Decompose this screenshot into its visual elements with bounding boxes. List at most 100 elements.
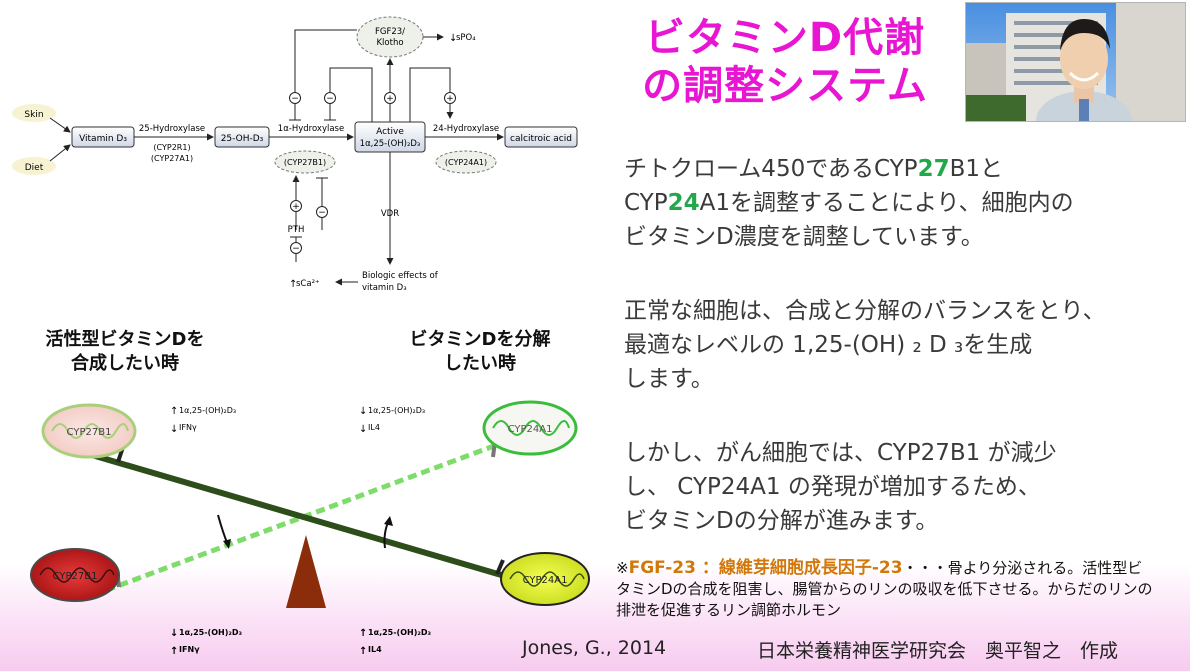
paragraph-2-line2: 最適なレベルの 1,25-(OH) ₂ D ₃を生成 [624, 332, 1033, 358]
skin-node [12, 104, 56, 122]
paragraph-3-line1: しかし、がん細胞では、CYP27B1 が減少 [624, 440, 1057, 466]
paragraph-3-line3: ビタミンDの分解が進みます。 [624, 508, 939, 534]
paragraph-2-line3: します。 [624, 366, 714, 392]
minus-sca-node [316, 206, 328, 218]
active-compound-label: 1α,25-(OH)₂D₃ [360, 139, 421, 149]
paragraph-2-line1: 正常な細胞は、合成と分解のバランスをとり、 [624, 298, 1106, 324]
minus-fgf-node [289, 92, 301, 104]
active-to-24-loop [409, 67, 454, 122]
bottom-left-arrow1: ↓ [170, 628, 178, 639]
vdr-label: VDR [381, 209, 399, 219]
seesaw-diagram: CYP27B1 CYP24A1 CYP27B1 CYP24A1 ↑ 1α,25-… [30, 400, 590, 657]
left-heading-line1: 活性型ビタミンDを [45, 329, 205, 350]
calcitroic-acid-box [504, 126, 578, 148]
dashed-beam [79, 437, 511, 603]
active-feedback-loop [329, 67, 373, 122]
note-fgf-term: FGF-23 ：線維芽細胞成長因子-23 [628, 558, 903, 578]
bottom-right-l2: IL4 [368, 645, 382, 654]
vitamin-d3-label: Vitamin D₃ [79, 134, 127, 144]
fgf23-label: FGF23/ [375, 27, 405, 37]
vitamin-d-pathway-diagram: Skin Diet Vitamin D₃ 25-Hydroxylase (CYP… [12, 16, 578, 293]
top-mid-left-l1: 1α,25-(OH)₂D₃ [179, 406, 236, 415]
left-heading-line2: 合成したい時 [71, 353, 179, 374]
cyp27a1-label: (CYP27A1) [151, 154, 193, 163]
solid-beam [67, 445, 516, 582]
fgf23-note: ※FGF-23 ：線維芽細胞成長因子-23・・・骨より分泌される。活性型ビタミン… [616, 558, 1156, 621]
top-mid-left-arrow1: ↑ [170, 406, 178, 417]
mito-top-left: CYP27B1 [41, 403, 137, 459]
top-mid-right-l2: IL4 [368, 423, 380, 432]
right-heading: ビタミンDを分解 したい時 [380, 328, 580, 376]
plus-24-sign: + [446, 94, 454, 104]
paragraph-3: しかし、がん細胞では、CYP27B1 が減少 し、 CYP24A1 の発現が増加… [624, 436, 1057, 538]
mito-top-left-label: CYP27B1 [67, 427, 112, 438]
bottom-right-post [495, 559, 505, 575]
left-heading: 活性型ビタミンDを 合成したい時 [20, 328, 230, 376]
rotate-arrow-right-head [384, 516, 393, 526]
cyp27b1-label: (CYP27B1) [284, 158, 326, 167]
note-text: ・・・骨より分泌される。活性型ビタミンDの合成を阻害し、腸管からのリンの吸収を低… [616, 559, 1153, 619]
pth-label: PTH [288, 225, 305, 235]
top-mid-left-l2: IFNγ [179, 423, 197, 432]
spo4-down-arrow: ↓ [449, 33, 457, 44]
vitamin-d3-effects-label: vitamin D₃ [362, 283, 407, 293]
fgf-inhibit-loop [294, 29, 357, 120]
minus-active-sign: − [326, 94, 334, 104]
paragraph-1-line1: チトクローム450であるCYP27B1と [624, 156, 1003, 182]
calcitroic-acid-label: calcitroic acid [510, 134, 572, 144]
spo4-label: sPO₄ [456, 33, 476, 43]
hydroxylase-24-label: 24-Hydroxylase [433, 124, 499, 134]
paragraph-1: チトクローム450であるCYP27B1と CYP24A1を調整することにより、細… [624, 152, 1074, 254]
mito-top-right: CYP24A1 [482, 400, 578, 456]
minus-pth-node [290, 242, 302, 254]
bottom-left-arrow2: ↑ [170, 646, 178, 657]
presenter-photo [965, 2, 1186, 122]
slide-title-line2: の調整システム [642, 63, 928, 109]
minus-sca-sign: − [318, 208, 326, 218]
diet-arrow [49, 144, 71, 162]
paragraph-3-line2: し、 CYP24A1 の発現が増加するため、 [624, 474, 1041, 500]
cyp27b1-oval [274, 150, 336, 174]
plus-24-node [444, 92, 456, 104]
cyp24a1-oval [435, 150, 497, 174]
bottom-left-l2: IFNγ [179, 645, 200, 654]
bottom-right-arrow1: ↑ [359, 628, 367, 639]
hydroxylase-1a-label: 1α-Hydroxylase [278, 124, 344, 134]
mito-top-right-label: CYP24A1 [508, 424, 553, 435]
plus-fgf-node [384, 92, 396, 104]
fulcrum [286, 535, 326, 608]
diet-label: Diet [25, 163, 44, 173]
mito-bottom-right-label: CYP24A1 [523, 575, 568, 586]
paragraph-1-line3: ビタミンD濃度を調整しています。 [624, 224, 984, 250]
oh25-d3-label: 25-OH-D₃ [221, 134, 264, 144]
top-mid-right-l1: 1α,25-(OH)₂D₃ [368, 406, 425, 415]
cyp24a1-label: (CYP24A1) [445, 158, 487, 167]
top-mid-right-arrow1: ↓ [359, 406, 367, 417]
bottom-right-l1: 1α,25-(OH)₂D₃ [368, 628, 432, 637]
sca-up-arrow: ↑ [289, 279, 297, 290]
plus-pth-sign: + [292, 202, 300, 212]
mito-bottom-left-label: CYP27B1 [53, 571, 98, 582]
rotate-arrow-left-head [223, 539, 231, 549]
citation: Jones, G., 2014 [522, 637, 667, 659]
bottom-left-l1: 1α,25-(OH)₂D₃ [179, 628, 243, 637]
minus-active-node [324, 92, 336, 104]
minus-pth-sign: − [292, 244, 300, 254]
note-mark: ※ [616, 559, 629, 577]
bottom-right-arrow2: ↑ [359, 646, 367, 657]
slide-title-line1: ビタミンD代謝 [644, 15, 926, 61]
diet-node [12, 157, 56, 175]
mito-bottom-left: CYP27B1 [30, 548, 120, 602]
plus-fgf-sign: + [386, 94, 394, 104]
top-mid-left-arrow2: ↓ [170, 424, 178, 435]
plus-pth-node [290, 200, 302, 212]
fgf23-klotho-oval [356, 16, 424, 58]
active-label: Active [376, 127, 404, 137]
cyp2r1-label: (CYP2R1) [153, 143, 190, 152]
minus-fgf-sign: − [291, 94, 299, 104]
biologic-effects-label: Biologic effects of [362, 271, 439, 281]
author-credit: 日本栄養精神医学研究会 奥平智之 作成 [757, 640, 1119, 662]
right-heading-line2: したい時 [444, 353, 516, 374]
skin-label: Skin [24, 110, 43, 120]
top-mid-right-arrow2: ↓ [359, 424, 367, 435]
